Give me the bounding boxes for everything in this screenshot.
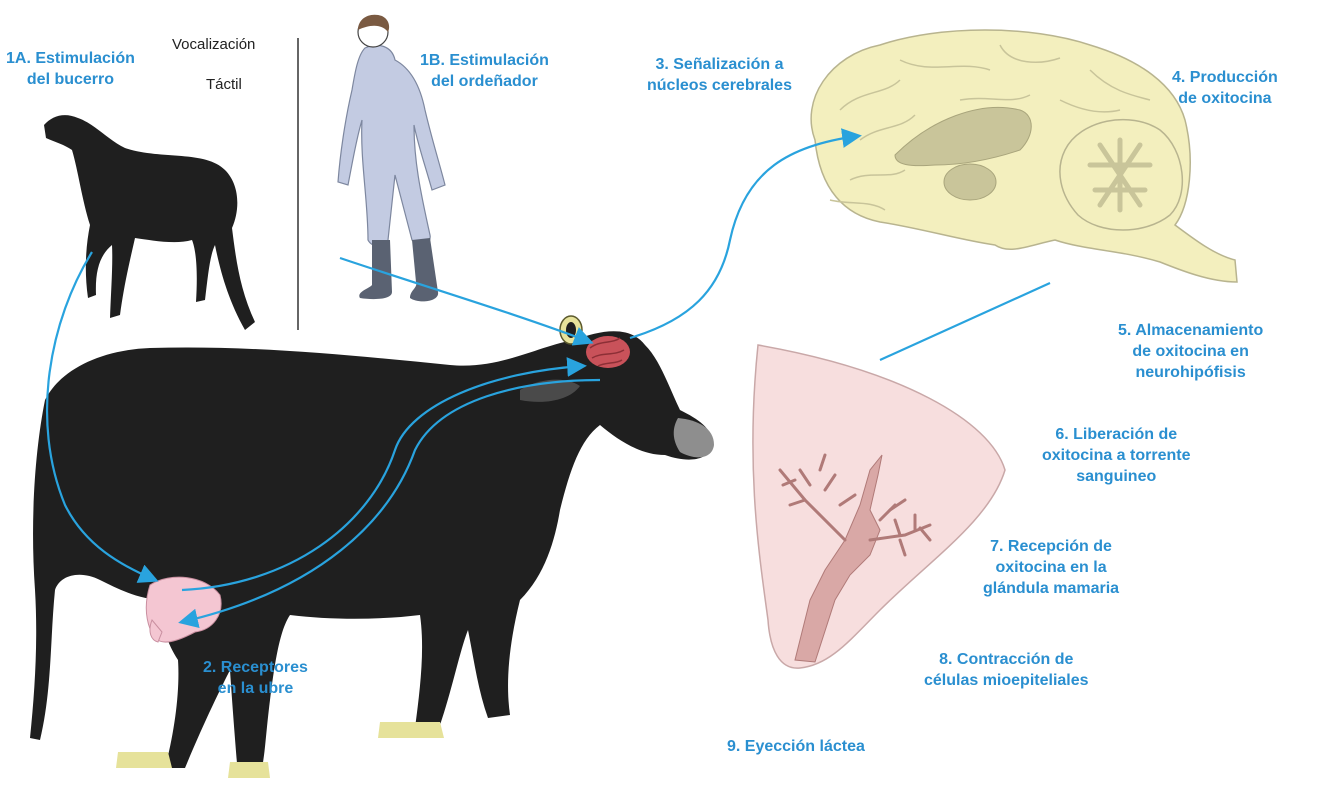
cow-body (30, 331, 712, 775)
line-brain-to-gland (880, 283, 1050, 360)
label-step-1a: 1A. Estimulación del bucerro (6, 48, 135, 90)
label-step-8: 8. Contracción de células mioepiteliales (924, 649, 1089, 691)
hypothalamus-icon (586, 336, 630, 368)
arrow-milker-to-head (340, 258, 590, 342)
label-tactil: Táctil (206, 76, 242, 93)
label-step-6: 6. Liberación de oxitocina a torrente sa… (1042, 424, 1190, 487)
cow-muzzle (674, 418, 714, 457)
label-step-1b: 1B. Estimulación del ordeñador (420, 50, 549, 92)
thalamus (944, 164, 996, 200)
label-step-3: 3. Señalización a núcleos cerebrales (647, 54, 792, 96)
gland-outline (753, 345, 1005, 668)
label-step-4: 4. Producción de oxitocina (1172, 67, 1278, 109)
mammary-gland-figure (753, 345, 1005, 668)
calf-figure (44, 115, 255, 330)
milker-boot-right (410, 238, 438, 301)
label-vocalizacion: Vocalización (172, 36, 255, 53)
cow-figure (30, 316, 714, 778)
cerebellum (1060, 120, 1182, 230)
label-step-9: 9. Eyección láctea (727, 736, 865, 757)
label-step-2: 2. Receptores en la ubre (203, 657, 308, 699)
label-step-5: 5. Almacenamiento de oxitocina en neuroh… (1118, 320, 1263, 383)
cow-horn (560, 316, 582, 344)
label-step-7: 7. Recepción de oxitocina en la glándula… (983, 536, 1119, 599)
cow-hooves (116, 722, 444, 778)
